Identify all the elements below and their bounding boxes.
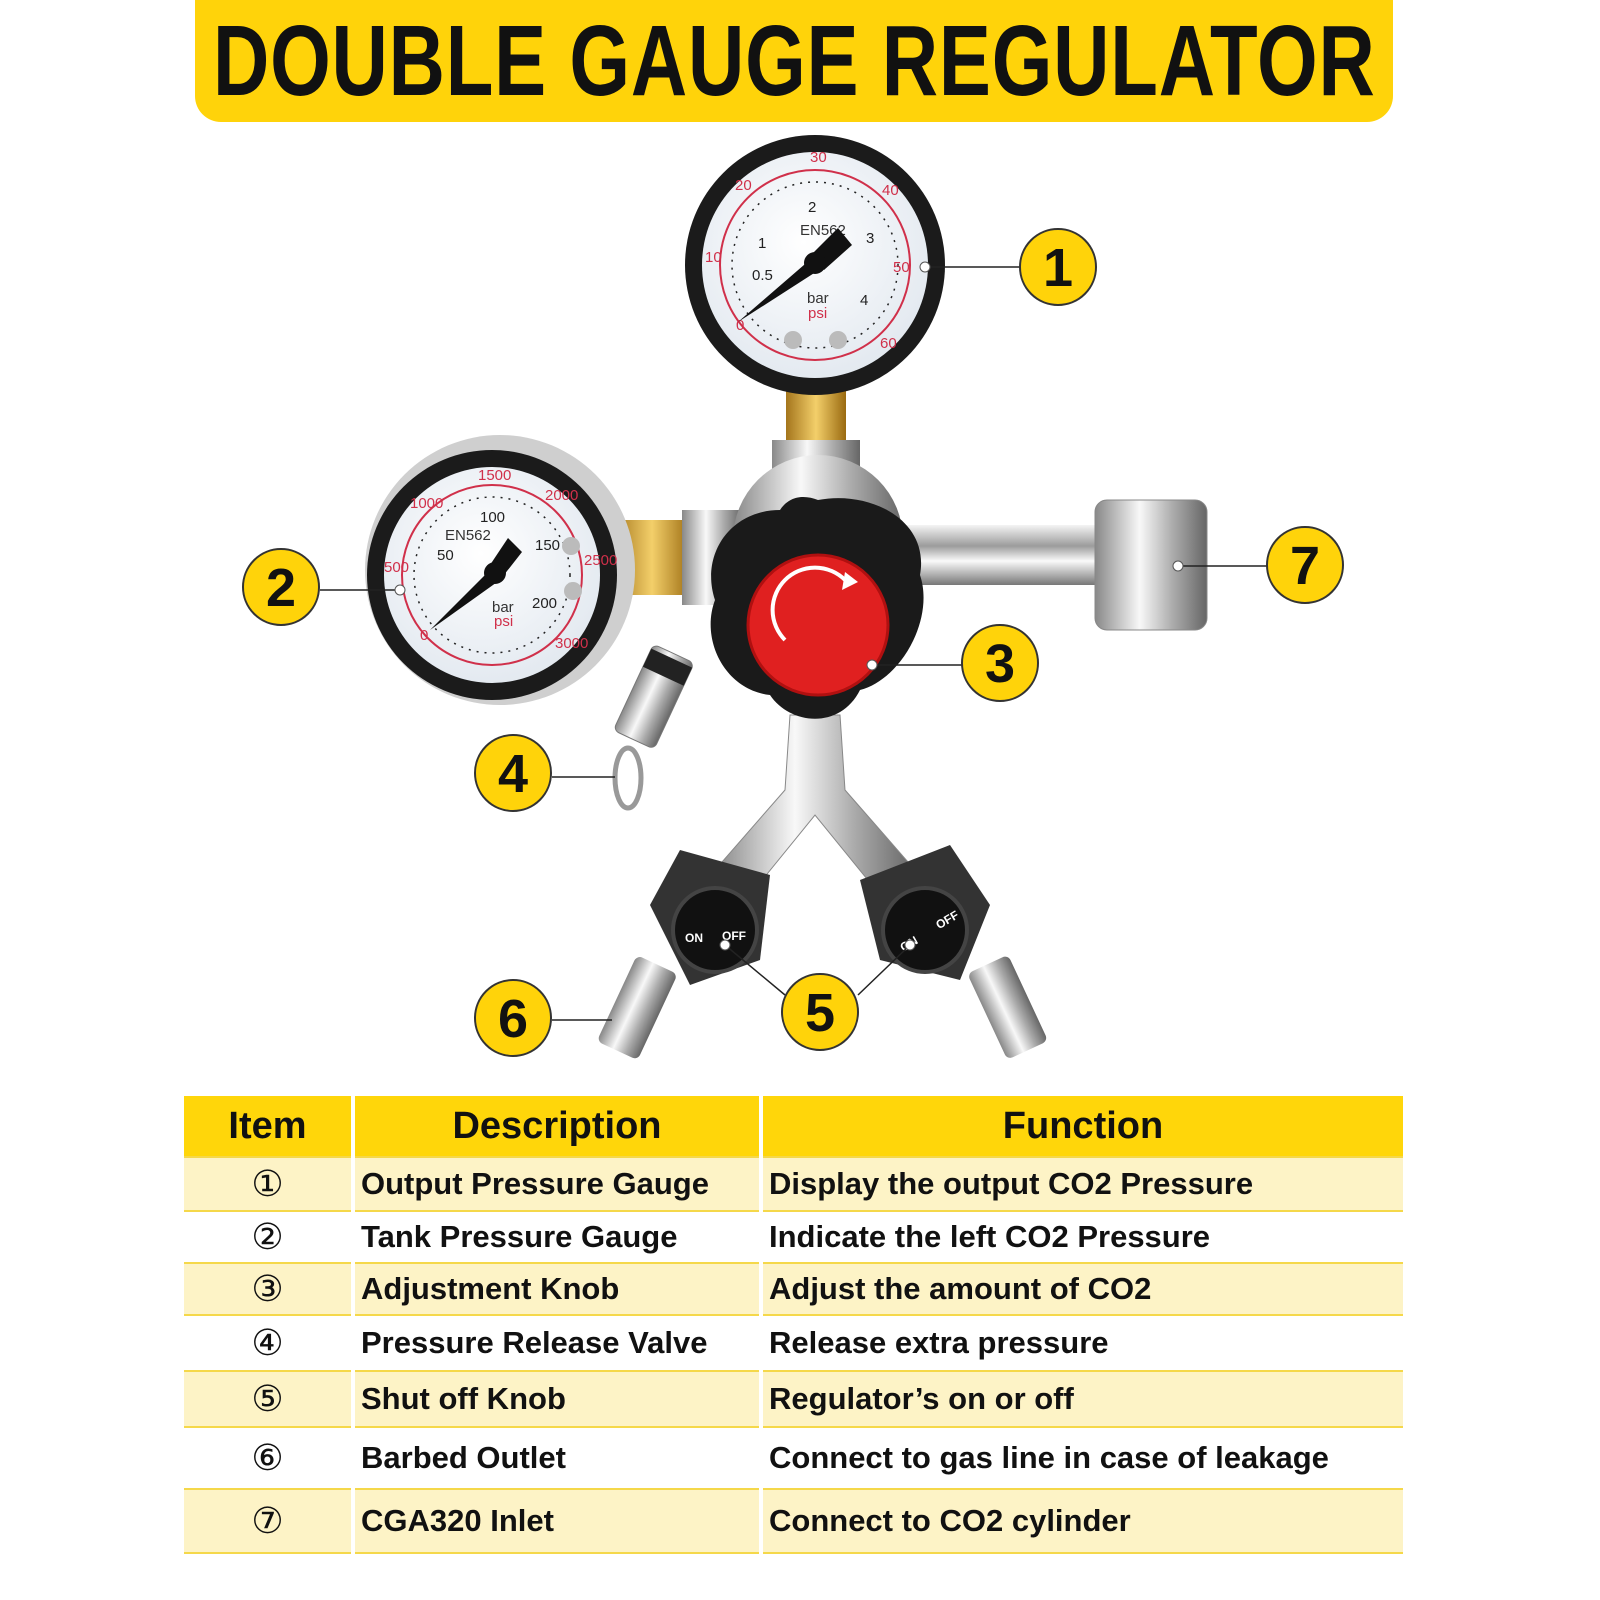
svg-text:3000: 3000 <box>555 635 588 652</box>
svg-text:1000: 1000 <box>410 495 443 512</box>
cell-item: ⑤ <box>184 1370 353 1427</box>
svg-text:7: 7 <box>1290 536 1320 596</box>
header-function: Function <box>759 1096 1403 1157</box>
cell-function: Connect to CO2 cylinder <box>759 1488 1403 1554</box>
callout-leaders <box>320 266 1267 1021</box>
table-row: ① Output Pressure Gauge Display the outp… <box>184 1156 1403 1211</box>
svg-text:4: 4 <box>498 744 528 804</box>
cell-function: Display the output CO2 Pressure <box>759 1156 1403 1211</box>
header-description: Description <box>351 1096 761 1157</box>
table-row: ④ Pressure Release Valve Release extra p… <box>184 1314 1403 1371</box>
callout-5: 5 <box>781 973 859 1051</box>
cell-description: Adjustment Knob <box>351 1262 761 1315</box>
cell-function: Connect to gas line in case of leakage <box>759 1426 1403 1489</box>
regulator-illustration: ON OFF ON OFF 0 10 20 30 40 50 60 0.5 1 … <box>242 135 1344 1059</box>
shutoff-valve-left: ON OFF <box>598 850 770 1059</box>
svg-text:2500: 2500 <box>584 552 617 569</box>
title-banner: DOUBLE GAUGE REGULATOR <box>195 0 1393 122</box>
table-header-row: Item Description Function <box>184 1096 1403 1157</box>
svg-text:1: 1 <box>758 235 766 252</box>
svg-text:5: 5 <box>805 983 835 1043</box>
tank-pressure-gauge: 0 500 1000 1500 2000 2500 3000 50 100 15… <box>365 435 635 705</box>
svg-text:0: 0 <box>420 627 428 644</box>
svg-text:3: 3 <box>985 634 1015 694</box>
cell-item: ⑦ <box>184 1488 353 1554</box>
svg-text:bar: bar <box>807 290 829 307</box>
cell-function: Release extra pressure <box>759 1314 1403 1371</box>
svg-text:0.5: 0.5 <box>752 267 773 284</box>
callout-6: 6 <box>474 979 552 1057</box>
table-row: ② Tank Pressure Gauge Indicate the left … <box>184 1210 1403 1263</box>
svg-text:0: 0 <box>736 317 744 334</box>
svg-text:psi: psi <box>494 613 513 630</box>
table-row: ③ Adjustment Knob Adjust the amount of C… <box>184 1262 1403 1315</box>
svg-text:1500: 1500 <box>478 467 511 484</box>
cell-item: ③ <box>184 1262 353 1315</box>
table-row: ⑦ CGA320 Inlet Connect to CO2 cylinder <box>184 1488 1403 1554</box>
parts-table: Item Description Function ① Output Press… <box>184 1096 1403 1554</box>
inlet-arm <box>900 525 1100 585</box>
svg-text:150: 150 <box>535 537 560 554</box>
cell-description: CGA320 Inlet <box>351 1488 761 1554</box>
output-pressure-gauge: 0 10 20 30 40 50 60 0.5 1 2 3 4 EN562 ba… <box>685 135 945 395</box>
gauge-needle <box>430 570 500 630</box>
svg-text:100: 100 <box>480 509 505 526</box>
gauge-needle <box>738 258 822 322</box>
svg-text:EN562: EN562 <box>445 527 491 544</box>
cell-function: Regulator’s on or off <box>759 1370 1403 1427</box>
page-title: DOUBLE GAUGE REGULATOR <box>212 4 1376 117</box>
adjustment-knob <box>710 455 924 719</box>
cell-function: Adjust the amount of CO2 <box>759 1262 1403 1315</box>
svg-text:10: 10 <box>705 249 722 266</box>
svg-text:40: 40 <box>882 182 899 199</box>
svg-text:2: 2 <box>808 199 816 216</box>
shutoff-valve-right: ON OFF <box>860 845 1047 1058</box>
svg-text:500: 500 <box>384 559 409 576</box>
callout-dots <box>394 261 1184 951</box>
svg-text:2: 2 <box>266 558 296 618</box>
cell-description: Output Pressure Gauge <box>351 1156 761 1211</box>
cell-item: ⑥ <box>184 1426 353 1489</box>
cell-description: Tank Pressure Gauge <box>351 1210 761 1263</box>
pressure-release-valve <box>614 645 693 748</box>
cga320-nut <box>1094 499 1208 631</box>
cell-item: ① <box>184 1156 353 1211</box>
svg-text:6: 6 <box>498 989 528 1049</box>
cell-description: Pressure Release Valve <box>351 1314 761 1371</box>
svg-text:1: 1 <box>1043 238 1073 298</box>
svg-text:50: 50 <box>437 547 454 564</box>
cell-item: ② <box>184 1210 353 1263</box>
table-row: ⑥ Barbed Outlet Connect to gas line in c… <box>184 1426 1403 1489</box>
cell-description: Barbed Outlet <box>351 1426 761 1489</box>
callout-4: 4 <box>474 734 552 812</box>
y-manifold <box>714 714 916 896</box>
svg-text:200: 200 <box>532 595 557 612</box>
svg-text:bar: bar <box>492 599 514 616</box>
svg-text:20: 20 <box>735 177 752 194</box>
svg-text:psi: psi <box>808 305 827 322</box>
callout-3: 3 <box>961 624 1039 702</box>
callout-7: 7 <box>1266 526 1344 604</box>
cell-item: ④ <box>184 1314 353 1371</box>
svg-text:30: 30 <box>810 149 827 166</box>
callout-2: 2 <box>242 548 320 626</box>
brass-fitting <box>786 385 846 445</box>
cell-description: Shut off Knob <box>351 1370 761 1427</box>
callout-1: 1 <box>1019 228 1097 306</box>
on-label: ON <box>685 931 703 945</box>
svg-text:50: 50 <box>893 259 910 276</box>
svg-text:2000: 2000 <box>545 487 578 504</box>
header-item: Item <box>184 1096 353 1157</box>
cell-function: Indicate the left CO2 Pressure <box>759 1210 1403 1263</box>
release-ring <box>612 745 644 811</box>
svg-text:4: 4 <box>860 292 868 309</box>
svg-text:60: 60 <box>880 335 897 352</box>
svg-text:3: 3 <box>866 230 874 247</box>
off-label: OFF <box>722 929 746 943</box>
table-row: ⑤ Shut off Knob Regulator’s on or off <box>184 1370 1403 1427</box>
